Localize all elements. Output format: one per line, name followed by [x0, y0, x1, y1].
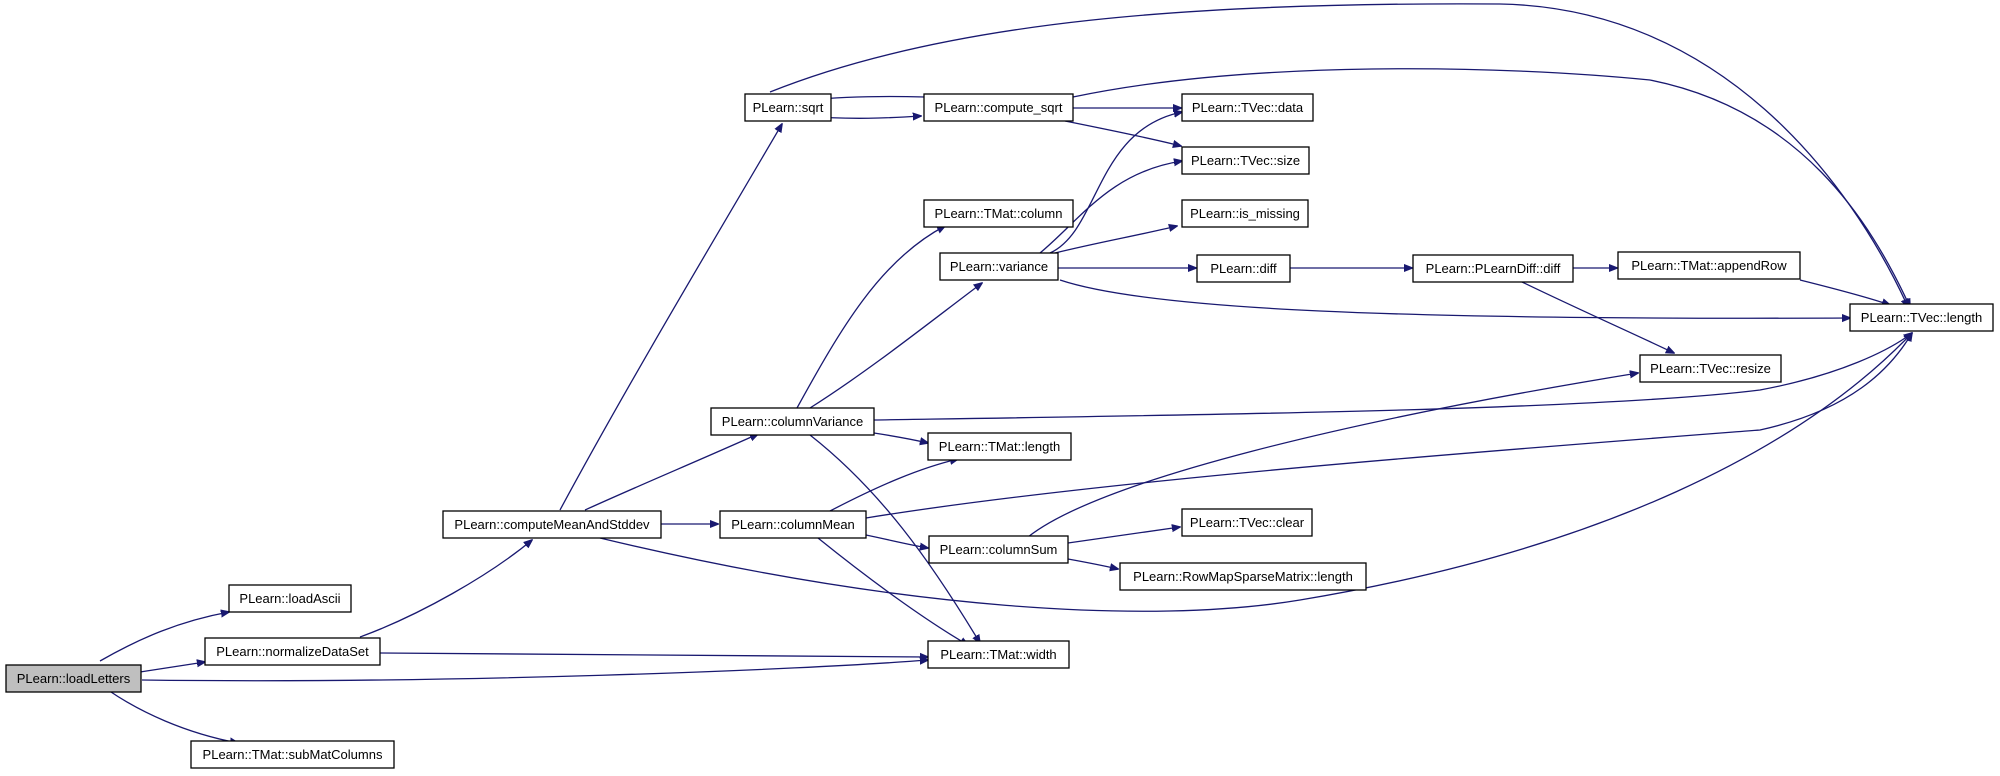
node-label: PLearn::columnSum [940, 542, 1058, 557]
node-tvec-size[interactable]: PLearn::TVec::size [1181, 146, 1310, 175]
edge-columnmean-to-tmat-width [817, 537, 968, 645]
node-sqrt[interactable]: PLearn::sqrt [744, 93, 832, 122]
node-label: PLearn::variance [950, 259, 1048, 274]
node-label: PLearn::RowMapSparseMatrix::length [1133, 569, 1353, 584]
edge-columnvariance-to-tmat-column [796, 226, 945, 409]
node-label: PLearn::TMat::width [940, 647, 1056, 662]
edge-compute-sqrt-to-tvec-length [1072, 68, 1910, 307]
edge-appendrow-to-tvec-length [1799, 279, 1890, 305]
node-tvec-length[interactable]: PLearn::TVec::length [1849, 303, 1994, 332]
node-label: PLearn::columnMean [731, 517, 855, 532]
node-label: PLearn::TVec::data [1192, 100, 1304, 115]
node-tmat-width[interactable]: PLearn::TMat::width [927, 640, 1070, 669]
node-label: PLearn::loadLetters [17, 671, 131, 686]
edge-columnvariance-to-tmat-length [873, 432, 928, 443]
node-appendrow[interactable]: PLearn::TMat::appendRow [1617, 251, 1801, 280]
edge-columnsum-to-tvec-clear [1067, 527, 1180, 544]
node-label: PLearn::PLearnDiff::diff [1426, 261, 1561, 276]
node-tvec-clear[interactable]: PLearn::TVec::clear [1181, 508, 1313, 537]
edge-loadletters-to-submatcolumns [107, 689, 238, 743]
node-label: PLearn::TVec::length [1861, 310, 1982, 325]
node-tmat-length[interactable]: PLearn::TMat::length [927, 432, 1072, 461]
node-label: PLearn::TMat::length [939, 439, 1060, 454]
edge-plearndiff-diff-to-tvec-resize [1519, 280, 1674, 353]
node-loadletters[interactable]: PLearn::loadLetters [5, 664, 142, 693]
node-label: PLearn::TMat::column [935, 206, 1063, 221]
edge-loadletters-to-loadascii [99, 612, 229, 662]
node-label: PLearn::compute_sqrt [935, 100, 1063, 115]
node-label: PLearn::TVec::size [1191, 153, 1300, 168]
node-normalizedataset[interactable]: PLearn::normalizeDataSet [204, 637, 381, 666]
edge-variance-to-tvec-data [1049, 112, 1182, 254]
edge-columnmean-to-columnsum [865, 534, 928, 548]
edge-computemeanandstddev-to-columnvariance [584, 434, 758, 511]
edge-columnmean-to-tvec-length [865, 333, 1912, 519]
node-plearndiff-diff[interactable]: PLearn::PLearnDiff::diff [1412, 254, 1574, 283]
edge-loadletters-to-tmat-width [141, 660, 928, 682]
node-tvec-resize[interactable]: PLearn::TVec::resize [1639, 354, 1782, 383]
edge-columnsum-to-rowmap-length [1067, 558, 1118, 569]
node-label: PLearn::TVec::resize [1650, 361, 1771, 376]
edge-variance-to-tvec-size [1039, 161, 1182, 254]
node-label: PLearn::TVec::clear [1190, 515, 1305, 530]
node-computemeanandstddev[interactable]: PLearn::computeMeanAndStddev [442, 510, 662, 539]
edge-normalizedataset-to-computemeanandstddev [359, 540, 532, 638]
node-label: PLearn::loadAscii [239, 591, 340, 606]
edge-sqrt-to-tvec-length [769, 3, 1908, 307]
node-is-missing[interactable]: PLearn::is_missing [1181, 199, 1309, 228]
node-diff[interactable]: PLearn::diff [1196, 254, 1291, 283]
edge-loadletters-to-normalizedataset [139, 662, 205, 673]
node-label: PLearn::TMat::subMatColumns [203, 747, 383, 762]
edge-normalizedataset-to-tmat-width [379, 652, 928, 657]
edge-columnsum-to-tvec-resize [1027, 373, 1638, 538]
node-tmat-column[interactable]: PLearn::TMat::column [923, 199, 1074, 228]
node-label: PLearn::TMat::appendRow [1631, 258, 1787, 273]
edge-columnvariance-to-tvec-length [873, 333, 1912, 421]
edge-columnmean-to-tmat-length [829, 459, 958, 512]
edge-computemeanandstddev-to-tvec-length [599, 333, 1912, 612]
edge-variance-to-is-missing [1054, 226, 1177, 254]
edge-columnvariance-to-variance [809, 283, 982, 409]
node-label: PLearn::diff [1210, 261, 1277, 276]
node-tvec-data[interactable]: PLearn::TVec::data [1181, 93, 1314, 122]
node-label: PLearn::computeMeanAndStddev [454, 517, 650, 532]
node-columnsum[interactable]: PLearn::columnSum [928, 535, 1069, 564]
edge-computemeanandstddev-to-sqrt [559, 124, 782, 511]
node-label: PLearn::columnVariance [722, 414, 863, 429]
node-columnvariance[interactable]: PLearn::columnVariance [710, 407, 875, 436]
node-variance[interactable]: PLearn::variance [939, 252, 1059, 281]
node-compute-sqrt[interactable]: PLearn::compute_sqrt [923, 93, 1074, 122]
node-submatcolumns[interactable]: PLearn::TMat::subMatColumns [190, 740, 395, 769]
edge-variance-to-tvec-length [1059, 279, 1850, 318]
node-loadascii[interactable]: PLearn::loadAscii [228, 584, 352, 613]
node-columnmean[interactable]: PLearn::columnMean [719, 510, 867, 539]
edge-compute-sqrt-to-tvec-size [1064, 120, 1181, 146]
node-label: PLearn::normalizeDataSet [216, 644, 369, 659]
node-label: PLearn::sqrt [753, 100, 824, 115]
node-rowmap-length[interactable]: PLearn::RowMapSparseMatrix::length [1119, 562, 1367, 591]
node-label: PLearn::is_missing [1190, 206, 1300, 221]
edge-columnvariance-to-tmat-width [809, 434, 980, 643]
